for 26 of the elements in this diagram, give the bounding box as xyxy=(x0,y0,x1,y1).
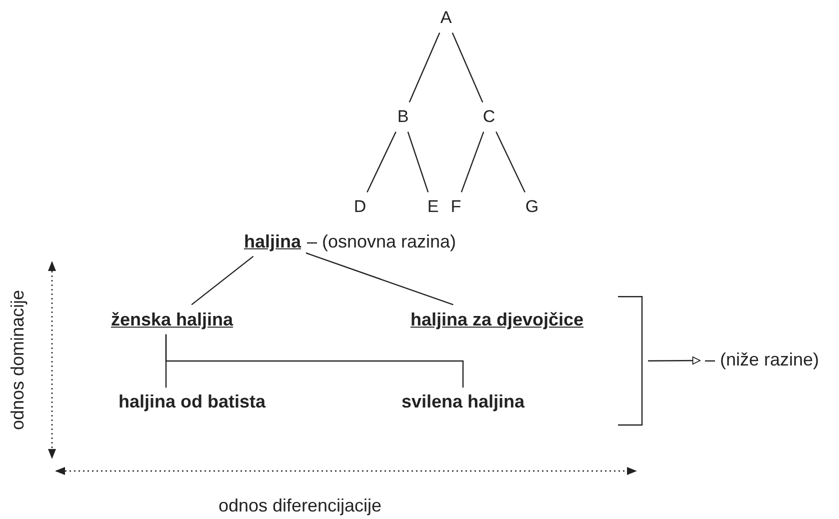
axis-label: odnos diferencijacije xyxy=(218,496,382,516)
tree-node-letter: A xyxy=(440,8,452,28)
concept-label: haljina od batista xyxy=(118,392,266,412)
tree-node-letter: B xyxy=(397,107,409,127)
level-note: – (niže razine) xyxy=(704,350,820,370)
tree-node-letter: E xyxy=(427,197,439,217)
concept-label: haljina xyxy=(244,231,301,252)
connector-line xyxy=(191,256,254,306)
tree-node-letter: G xyxy=(525,197,539,217)
concept-label: ženska haljina xyxy=(110,310,234,330)
tree-node-letter: F xyxy=(450,197,462,217)
concept-label: svilena haljina xyxy=(401,392,525,412)
tree-node-letter: C xyxy=(482,107,496,127)
axis-label: odnos dominacije xyxy=(8,290,28,430)
arrow xyxy=(648,356,700,365)
concept-label: haljina za djevojčice xyxy=(410,310,584,330)
connector-line xyxy=(306,252,454,306)
connector-line xyxy=(366,132,396,192)
connector-line xyxy=(408,32,440,102)
connector-line xyxy=(452,32,484,102)
tree-node-letter: D xyxy=(354,197,366,217)
connector-line xyxy=(165,334,464,388)
connector-line xyxy=(460,132,484,192)
level-note: – (osnovna razina) xyxy=(306,231,456,252)
connector-line xyxy=(496,132,526,192)
connector-line xyxy=(407,132,429,192)
